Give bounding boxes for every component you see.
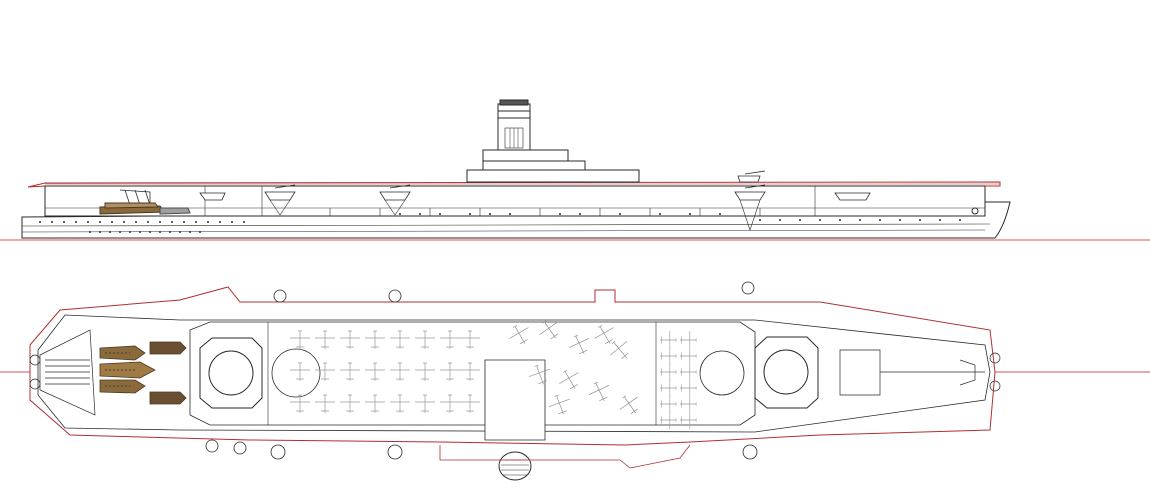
parked-aircraft <box>290 320 697 430</box>
parked-aircraft-icon <box>679 346 697 366</box>
parked-aircraft-icon <box>365 362 385 381</box>
parked-aircraft-icon <box>548 394 570 415</box>
parked-aircraft-icon <box>679 362 697 382</box>
profile-view <box>0 99 1150 241</box>
plan-view <box>0 281 1150 481</box>
parked-aircraft-icon <box>659 330 677 350</box>
boats-plan <box>99 341 187 405</box>
parked-aircraft-icon <box>659 362 677 382</box>
parked-aircraft-icon <box>365 330 385 349</box>
island-superstructure <box>466 99 640 183</box>
anchor-profile <box>971 207 979 215</box>
parked-aircraft-icon <box>539 320 559 340</box>
parked-aircraft-icon <box>679 394 697 414</box>
stern-detail <box>29 329 96 416</box>
parked-aircraft-icon <box>440 394 460 413</box>
island-plan <box>439 444 691 469</box>
parked-aircraft-icon <box>528 364 550 385</box>
parked-aircraft-icon <box>315 330 335 349</box>
parked-aircraft-icon <box>415 330 435 349</box>
parked-aircraft-icon <box>659 378 677 398</box>
parked-aircraft-icon <box>390 362 410 381</box>
parked-aircraft-icon <box>290 330 310 349</box>
parked-aircraft-icon <box>390 330 410 349</box>
parked-aircraft-icon <box>659 394 677 414</box>
parked-aircraft-icon <box>460 330 480 349</box>
parked-aircraft-icon <box>594 324 614 345</box>
parked-aircraft-icon <box>609 340 629 360</box>
bow-detail <box>839 349 1001 396</box>
parked-aircraft-icon <box>679 410 697 430</box>
parked-aircraft-icon <box>340 362 360 381</box>
sponson-guns-plan <box>205 281 758 460</box>
crane <box>119 189 151 206</box>
hangar-deck <box>189 321 756 426</box>
parked-aircraft-icon <box>559 369 579 390</box>
parked-aircraft-icon <box>460 362 480 381</box>
parked-aircraft-icon <box>365 394 385 413</box>
parked-aircraft-icon <box>390 394 410 413</box>
parked-aircraft-icon <box>340 394 360 413</box>
center-lift-well <box>484 359 546 441</box>
parked-aircraft-icon <box>440 362 460 381</box>
elevator-fwd-a <box>699 350 745 396</box>
hull-profile <box>21 201 1011 239</box>
boats-profile <box>99 202 191 215</box>
parked-aircraft-icon <box>659 346 677 366</box>
sponson-supports <box>269 199 761 231</box>
parked-aircraft-icon <box>460 394 480 413</box>
parked-aircraft-icon <box>679 330 697 350</box>
parked-aircraft-icon <box>415 362 435 381</box>
hangar-side-panels <box>204 186 816 216</box>
portholes <box>39 213 961 233</box>
hull-deck-outline <box>37 314 991 433</box>
parked-aircraft-icon <box>415 394 435 413</box>
funnel-plan <box>498 451 532 481</box>
parked-aircraft-icon <box>679 378 697 398</box>
parked-aircraft-icon <box>290 362 310 381</box>
parked-aircraft-icon <box>290 394 310 413</box>
parked-aircraft-icon <box>659 410 677 430</box>
parked-aircraft-icon <box>440 330 460 349</box>
hangar-side <box>44 185 986 217</box>
elevator-fwd <box>754 336 819 409</box>
parked-aircraft-icon <box>588 381 610 402</box>
parked-aircraft-icon <box>340 330 360 349</box>
parked-aircraft-icon <box>315 394 335 413</box>
parked-aircraft-icon <box>619 395 639 415</box>
parked-aircraft-icon <box>568 334 590 355</box>
aa-guns-profile <box>199 170 871 201</box>
parked-aircraft-icon <box>315 362 335 381</box>
parked-aircraft-icon <box>509 324 529 345</box>
elevator-aft <box>199 337 263 409</box>
elevator-mid <box>271 348 321 398</box>
